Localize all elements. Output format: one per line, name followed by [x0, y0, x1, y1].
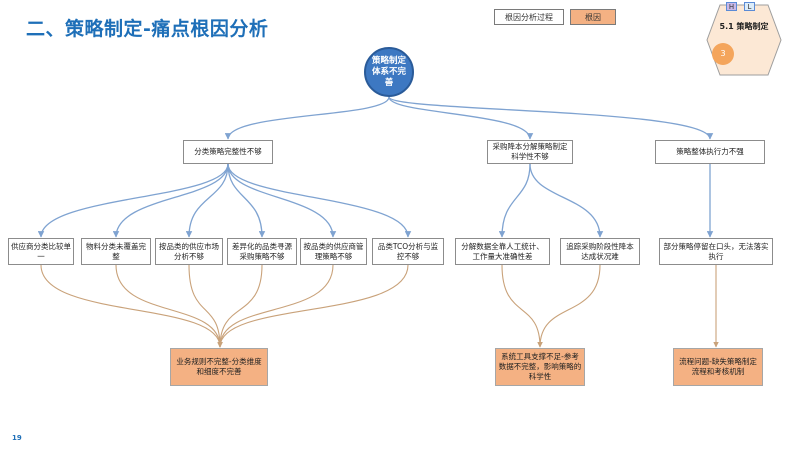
level1-cost-decomposition: 采购降本分解策略制定科学性不够	[487, 140, 573, 164]
level2-material-classification: 物料分类未覆盖完整	[81, 238, 151, 265]
level2-supplier-management: 按品类的供应商管理策略不够	[300, 238, 367, 265]
level1-execution-weak: 策略整体执行力不强	[655, 140, 765, 164]
level2-manual-data: 分解数据全靠人工统计、工作量大准确性差	[455, 238, 550, 265]
badge-h-tag: H	[726, 2, 737, 11]
level1-category-completeness: 分类策略完整性不够	[183, 140, 273, 164]
level2-tco-analysis: 品类TCO分析与监控不够	[372, 238, 444, 265]
legend-process: 根因分析过程	[494, 9, 564, 25]
root-cause-business-rules: 业务规则不完整-分类维度和细度不完善	[170, 348, 268, 386]
root-cause-system-tools: 系统工具支撑不足-参考数据不完整，影响策略的科学性	[495, 348, 585, 386]
level2-tracking-difficult: 追踪采购阶段性降本达成状况难	[560, 238, 640, 265]
page-number: 19	[12, 434, 22, 442]
page-title: 二、策略制定-痛点根因分析	[26, 18, 269, 40]
badge-title: 5.1 策略制定	[719, 22, 769, 31]
badge-l-tag: L	[744, 2, 755, 11]
root-problem-node: 策略制定体系不完善	[364, 47, 414, 97]
level2-strategy-verbal: 部分策略停留在口头，无法落实执行	[659, 238, 773, 265]
step-number-badge: 3	[712, 43, 734, 65]
level2-market-analysis: 按品类的供应市场分析不够	[155, 238, 223, 265]
level2-supplier-classification: 供应商分类比较单一	[8, 238, 74, 265]
legend-root-cause: 根因	[570, 9, 616, 25]
level2-sourcing-strategy: 差异化的品类寻源采购策略不够	[227, 238, 297, 265]
root-cause-process: 流程问题-缺失策略制定流程和考核机制	[673, 348, 763, 386]
